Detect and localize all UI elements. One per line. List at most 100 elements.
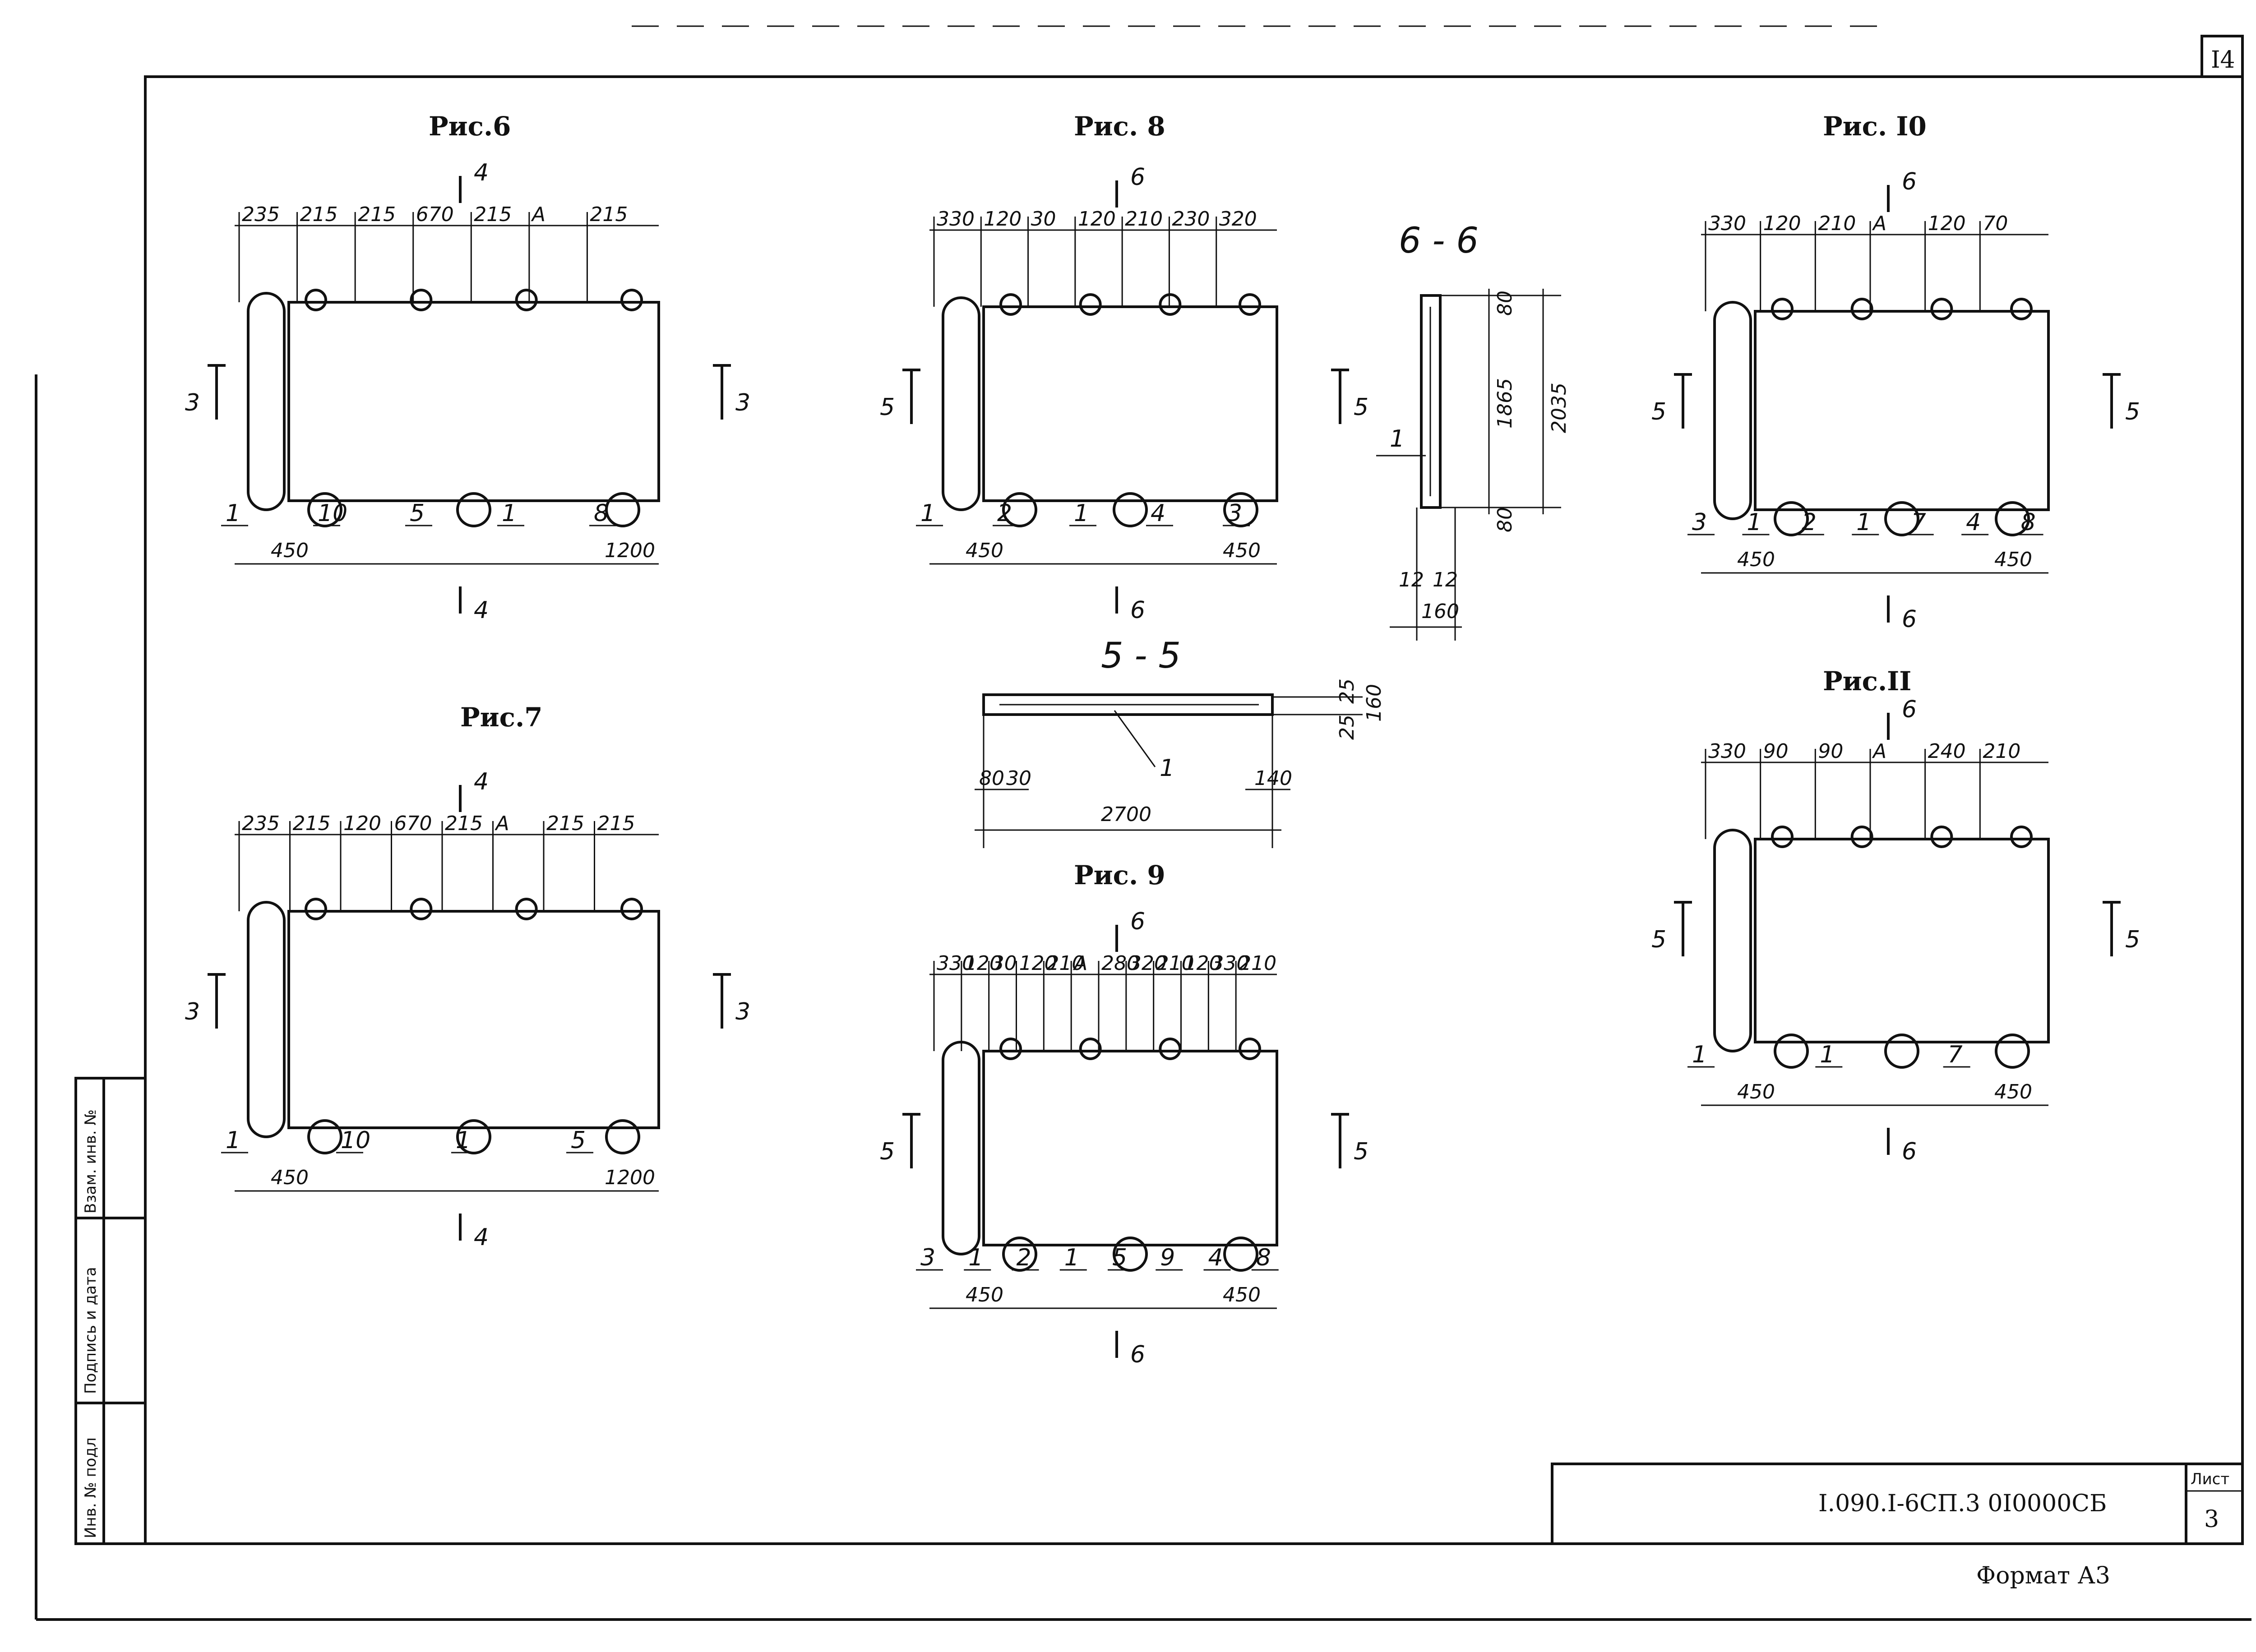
fig7-top-dim: 670 [394,812,432,835]
fig7-bottom-notch [307,1119,342,1154]
fig9-top-dim: 210 [1156,952,1194,975]
section-6-6-title: 6 - 6 [1399,221,1479,261]
fig10-top-loop [2010,298,2033,320]
fig10-bottom-notch [1884,501,1919,536]
stamp-code: I.090.I-6СП.3 0I0000СБ [1818,1490,2107,1517]
fig7-top-dim: А [495,812,509,835]
fig8-section-mark-top: 6 [1130,164,1145,191]
fig7-top-dim: 215 [445,812,483,835]
fig6-top-loop [620,289,643,311]
fig6-top-loop [515,289,538,311]
fig8-top-loop [1159,293,1182,316]
fig8-top-dim: 120 [1078,208,1116,231]
fig7-callout: 1 [456,1127,471,1154]
section-6-6: 6 - 6 [1376,221,1561,641]
fig7-bottom-dim: 1200 [605,1166,655,1189]
fig6-top-dim: 215 [590,203,628,226]
fig10-bottom-dim: 450 [1994,548,2032,571]
fig11-top-dim: А [1872,740,1886,763]
fig11-top-dim: 240 [1928,740,1966,763]
fig9-top-dim: 330 [937,952,975,975]
fig6-panel-outline [287,301,660,502]
stamp-sheet-label: Лист [2191,1470,2229,1488]
fig9-top-loop [1079,1038,1102,1060]
fig6-top-loop [305,289,327,311]
s55-dim-5: 140 [1254,767,1292,790]
fig10-bottom-notch [1774,501,1809,536]
fig8-top-dim: 210 [1125,208,1163,231]
fig8-panel-outline [982,305,1278,502]
fig9-top-dim: 280 [1101,952,1139,975]
fig9-callout: 1 [968,1244,983,1271]
fig8-top-dim: 120 [984,208,1022,231]
s66-dim-4: 12 [1399,568,1424,591]
s55-dim-0: 25 [1336,715,1359,740]
fig7-edge-element [247,901,286,1138]
fig7-top-loop [620,898,643,920]
fig6-section-mark-bottom: 4 [474,597,489,624]
fig6-top-dim: 215 [474,203,512,226]
fig10-section-right: 5 [2125,398,2140,425]
fig11-panel-outline [1754,838,2050,1043]
fig11-top-loop [1930,826,1953,848]
fig9-section-mark-top: 6 [1130,908,1145,935]
s66-dim-1: 1865 [1493,378,1516,429]
fig9-top-dim: 210 [1239,952,1276,975]
fig8-bottom-notch [1113,492,1148,527]
fig6-title: Рис.6 [429,111,511,142]
fig7-section-left: 3 [185,998,200,1025]
fig8-top-loop [999,293,1022,316]
fig9-section-right: 5 [1354,1138,1368,1165]
fig8-edge-element [942,296,980,511]
fig8-section-mark-bottom: 6 [1130,597,1145,624]
s55-dim-4: 30 [1006,767,1031,790]
fig9-panel-outline [982,1050,1278,1246]
fig7-top-loop [515,898,538,920]
fig10-title: Рис. I0 [1823,111,1927,142]
fig8-bottom-dim: 450 [966,539,1003,562]
fig11-section-right: 5 [2125,926,2140,953]
fig9-top-dim: 30 [992,952,1017,975]
fig8-title: Рис. 8 [1074,111,1165,142]
fig11-top-loop [2010,826,2033,848]
fig8-callout: 3 [1227,500,1242,527]
fig10-callout: 7 [1911,509,1926,536]
fig6-top-dim: 215 [358,203,396,226]
side-strip [74,1077,147,1545]
fig9-bottom-notch [1223,1237,1258,1272]
fig9-top-dim: А [1073,952,1087,975]
fig9-bottom-dim: 450 [966,1283,1003,1306]
fig10-top-dim: 120 [1763,212,1801,235]
fig11-bottom-notch [1884,1034,1919,1069]
fig6-top-dim: 670 [416,203,454,226]
fig7-callout: 10 [341,1127,370,1154]
fig10-callout: 2 [1802,509,1817,536]
fig7-section-mark-bottom: 4 [474,1224,489,1251]
fig7-top-loop [305,898,327,920]
fig6-edge-element [247,292,286,511]
fig11-top-dim: 90 [1818,740,1843,763]
fig8-callout: 1 [920,500,935,527]
fig11-callout: 1 [1692,1041,1707,1068]
s55-dim-1: 25 [1336,678,1359,704]
fig7-bottom-notch [605,1119,640,1154]
side-label-sign: Подпись и дата [82,1267,100,1394]
s66-dim-0: 80 [1493,291,1516,316]
fig10-top-loop [1930,298,1953,320]
fig9-section-mark-bottom: 6 [1130,1341,1145,1368]
fig8-top-dim: 320 [1219,208,1257,231]
fig10-section-mark-bottom: 6 [1902,606,1917,633]
s66-dim-5: 12 [1433,568,1458,591]
fig6-callout: 1 [226,500,240,527]
fig8-top-dim: 30 [1031,208,1056,231]
fig7-section-mark-top: 4 [474,768,489,795]
fig8-section-left: 5 [880,394,895,421]
stamp-sheet-number: 3 [2204,1506,2219,1533]
fig11-bottom-notch [1995,1034,2030,1069]
